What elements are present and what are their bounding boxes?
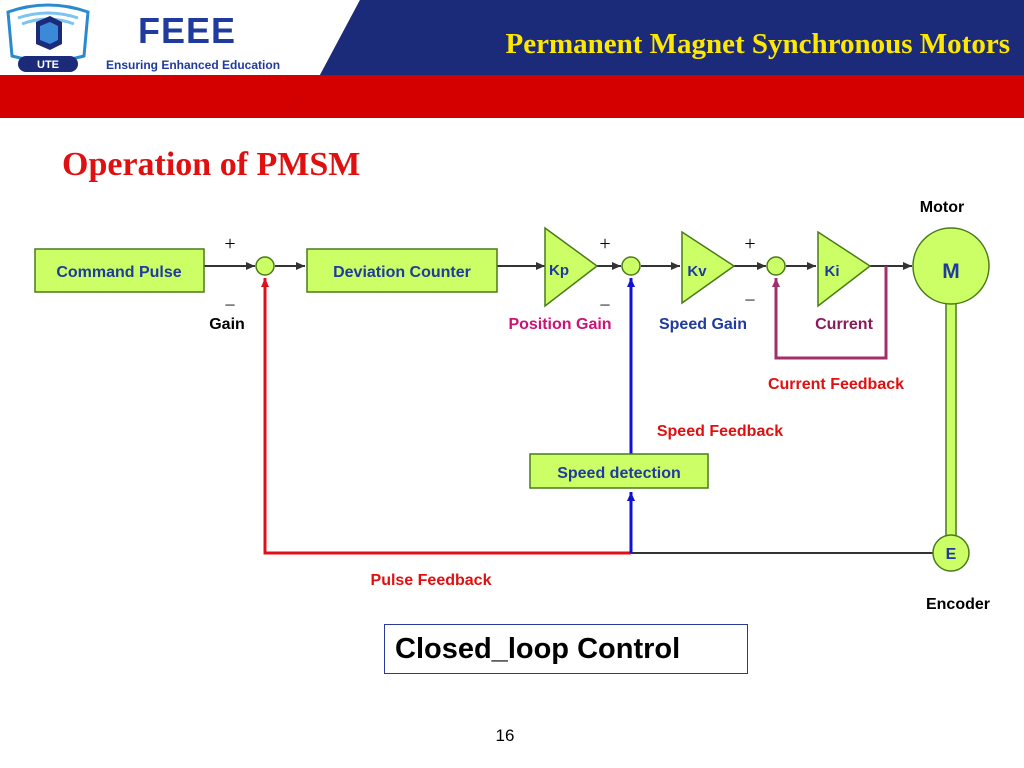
- summing-junction-1: [255, 256, 275, 276]
- position-gain-label: Position Gain: [508, 316, 611, 333]
- motor-block: [912, 227, 990, 305]
- sum3-plus-sign: +: [744, 233, 755, 255]
- sum2-minus-sign: _: [600, 287, 611, 307]
- current-feedback-path: [772, 266, 888, 360]
- pulse-feedback-label: Pulse Feedback: [371, 572, 492, 589]
- command-pulse-label: Command Pulse: [56, 264, 181, 281]
- summing-junction-3: [766, 256, 786, 276]
- motor-symbol: M: [942, 260, 960, 283]
- ki-gain-block: [817, 230, 872, 308]
- slide-title: Operation of PMSM: [62, 146, 361, 183]
- deviation-counter-label: Deviation Counter: [333, 264, 471, 281]
- encoder-symbol: E: [946, 546, 957, 563]
- header-background: UTE: [0, 0, 1024, 118]
- brand-tagline: Ensuring Enhanced Education: [106, 58, 281, 72]
- current-label: Current: [815, 316, 873, 333]
- caption-box: Closed_loop Control: [384, 624, 748, 674]
- slide-header: UTE FEEE Ensuring Enhanced Education Per…: [0, 0, 1024, 118]
- kv-label: Kv: [687, 263, 707, 280]
- speed-detection-block: [529, 453, 709, 489]
- brand-name: FEEE: [138, 10, 237, 51]
- current-feedback-label: Current Feedback: [768, 376, 904, 393]
- speed-feedback-label: Speed Feedback: [657, 423, 783, 440]
- encoder-label: Encoder: [926, 596, 990, 613]
- motor-label: Motor: [920, 199, 964, 216]
- deck-title: Permanent Magnet Synchronous Motors: [505, 28, 1010, 60]
- caption-text: Closed_loop Control: [395, 633, 681, 665]
- command-pulse-block: [34, 248, 205, 293]
- sum1-plus-sign: +: [224, 233, 235, 255]
- motor-shaft: [945, 295, 957, 537]
- logo-text: UTE: [37, 59, 59, 71]
- sum3-minus-sign: _: [745, 282, 756, 302]
- kp-gain-block: [544, 226, 599, 308]
- speed-detection-label: Speed detection: [557, 465, 681, 482]
- summing-junction-2: [621, 256, 641, 276]
- sum2-plus-sign: +: [599, 233, 610, 255]
- encoder-block: [932, 534, 970, 572]
- speed-gain-label: Speed Gain: [659, 316, 747, 333]
- page-number: 16: [495, 726, 515, 745]
- gain-label: Gain: [209, 316, 245, 333]
- deviation-counter-block: [306, 248, 498, 293]
- ute-logo: [6, 3, 90, 72]
- pulse-feedback-path: [261, 278, 631, 555]
- ki-label: Ki: [825, 263, 840, 280]
- kv-gain-block: [681, 230, 736, 305]
- sum1-minus-sign: _: [225, 287, 236, 307]
- kp-label: Kp: [549, 262, 569, 279]
